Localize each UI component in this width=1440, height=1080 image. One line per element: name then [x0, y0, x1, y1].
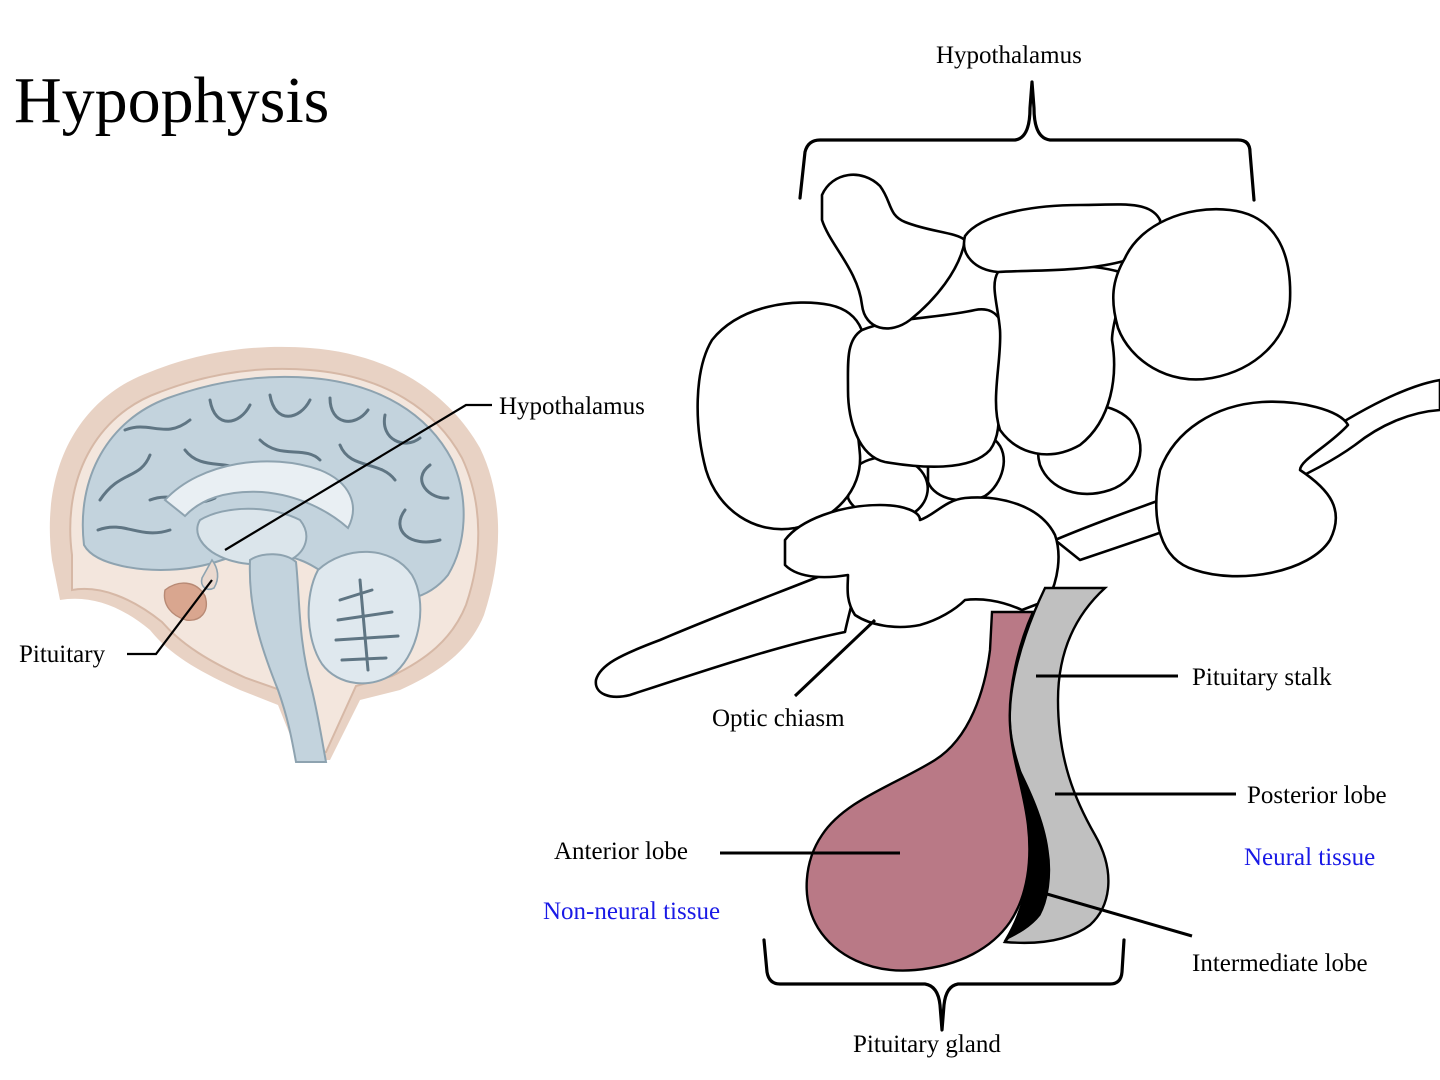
- nucleus-central: [846, 308, 1006, 468]
- hypothalamus-leader-left: [224, 403, 492, 551]
- brain-sagittal-illustration: [49, 346, 499, 763]
- optic-chiasm-leader: [793, 618, 877, 698]
- nucleus-center-right: [993, 263, 1123, 456]
- pituitary-leader: [127, 579, 213, 656]
- nucleus-right-lower: [1155, 400, 1350, 578]
- neural-tissue-label: Neural tissue: [1244, 844, 1375, 871]
- sella-bone: [163, 582, 207, 621]
- hypothalamus-label-left: Hypothalamus: [499, 393, 645, 420]
- hypothalamus-label-top: Hypothalamus: [936, 42, 1082, 69]
- optic-nerve: [594, 558, 862, 699]
- optic-chiasm-label: Optic chiasm: [712, 705, 845, 732]
- pituitary-gland-label: Pituitary gland: [853, 1031, 1001, 1058]
- anterior-lobe-shape: [805, 610, 1035, 972]
- intermediate-lobe-label: Intermediate lobe: [1192, 950, 1368, 977]
- anterior-lobe-label: Anterior lobe: [554, 838, 688, 865]
- intermediate-lobe-leader: [1039, 890, 1193, 938]
- brainstem: [248, 553, 328, 763]
- corpus-callosum: [163, 460, 354, 530]
- nucleus-top-right: [1112, 207, 1292, 381]
- page-title: Hypophysis: [14, 64, 329, 137]
- nucleus-far-left: [696, 301, 867, 531]
- hypothalamus-brace: [798, 80, 1256, 202]
- pituitary-stalk-label: Pituitary stalk: [1192, 664, 1332, 691]
- pituitary-label: Pituitary: [19, 641, 106, 668]
- non-neural-tissue-label: Non-neural tissue: [543, 898, 720, 925]
- arbor-vitae: [334, 578, 400, 672]
- pituitary-gland-brace: [762, 938, 1126, 1032]
- pituitary-small: [200, 558, 219, 591]
- nucleus-top-left: [820, 173, 967, 330]
- posterior-lobe-label: Posterior lobe: [1247, 782, 1387, 809]
